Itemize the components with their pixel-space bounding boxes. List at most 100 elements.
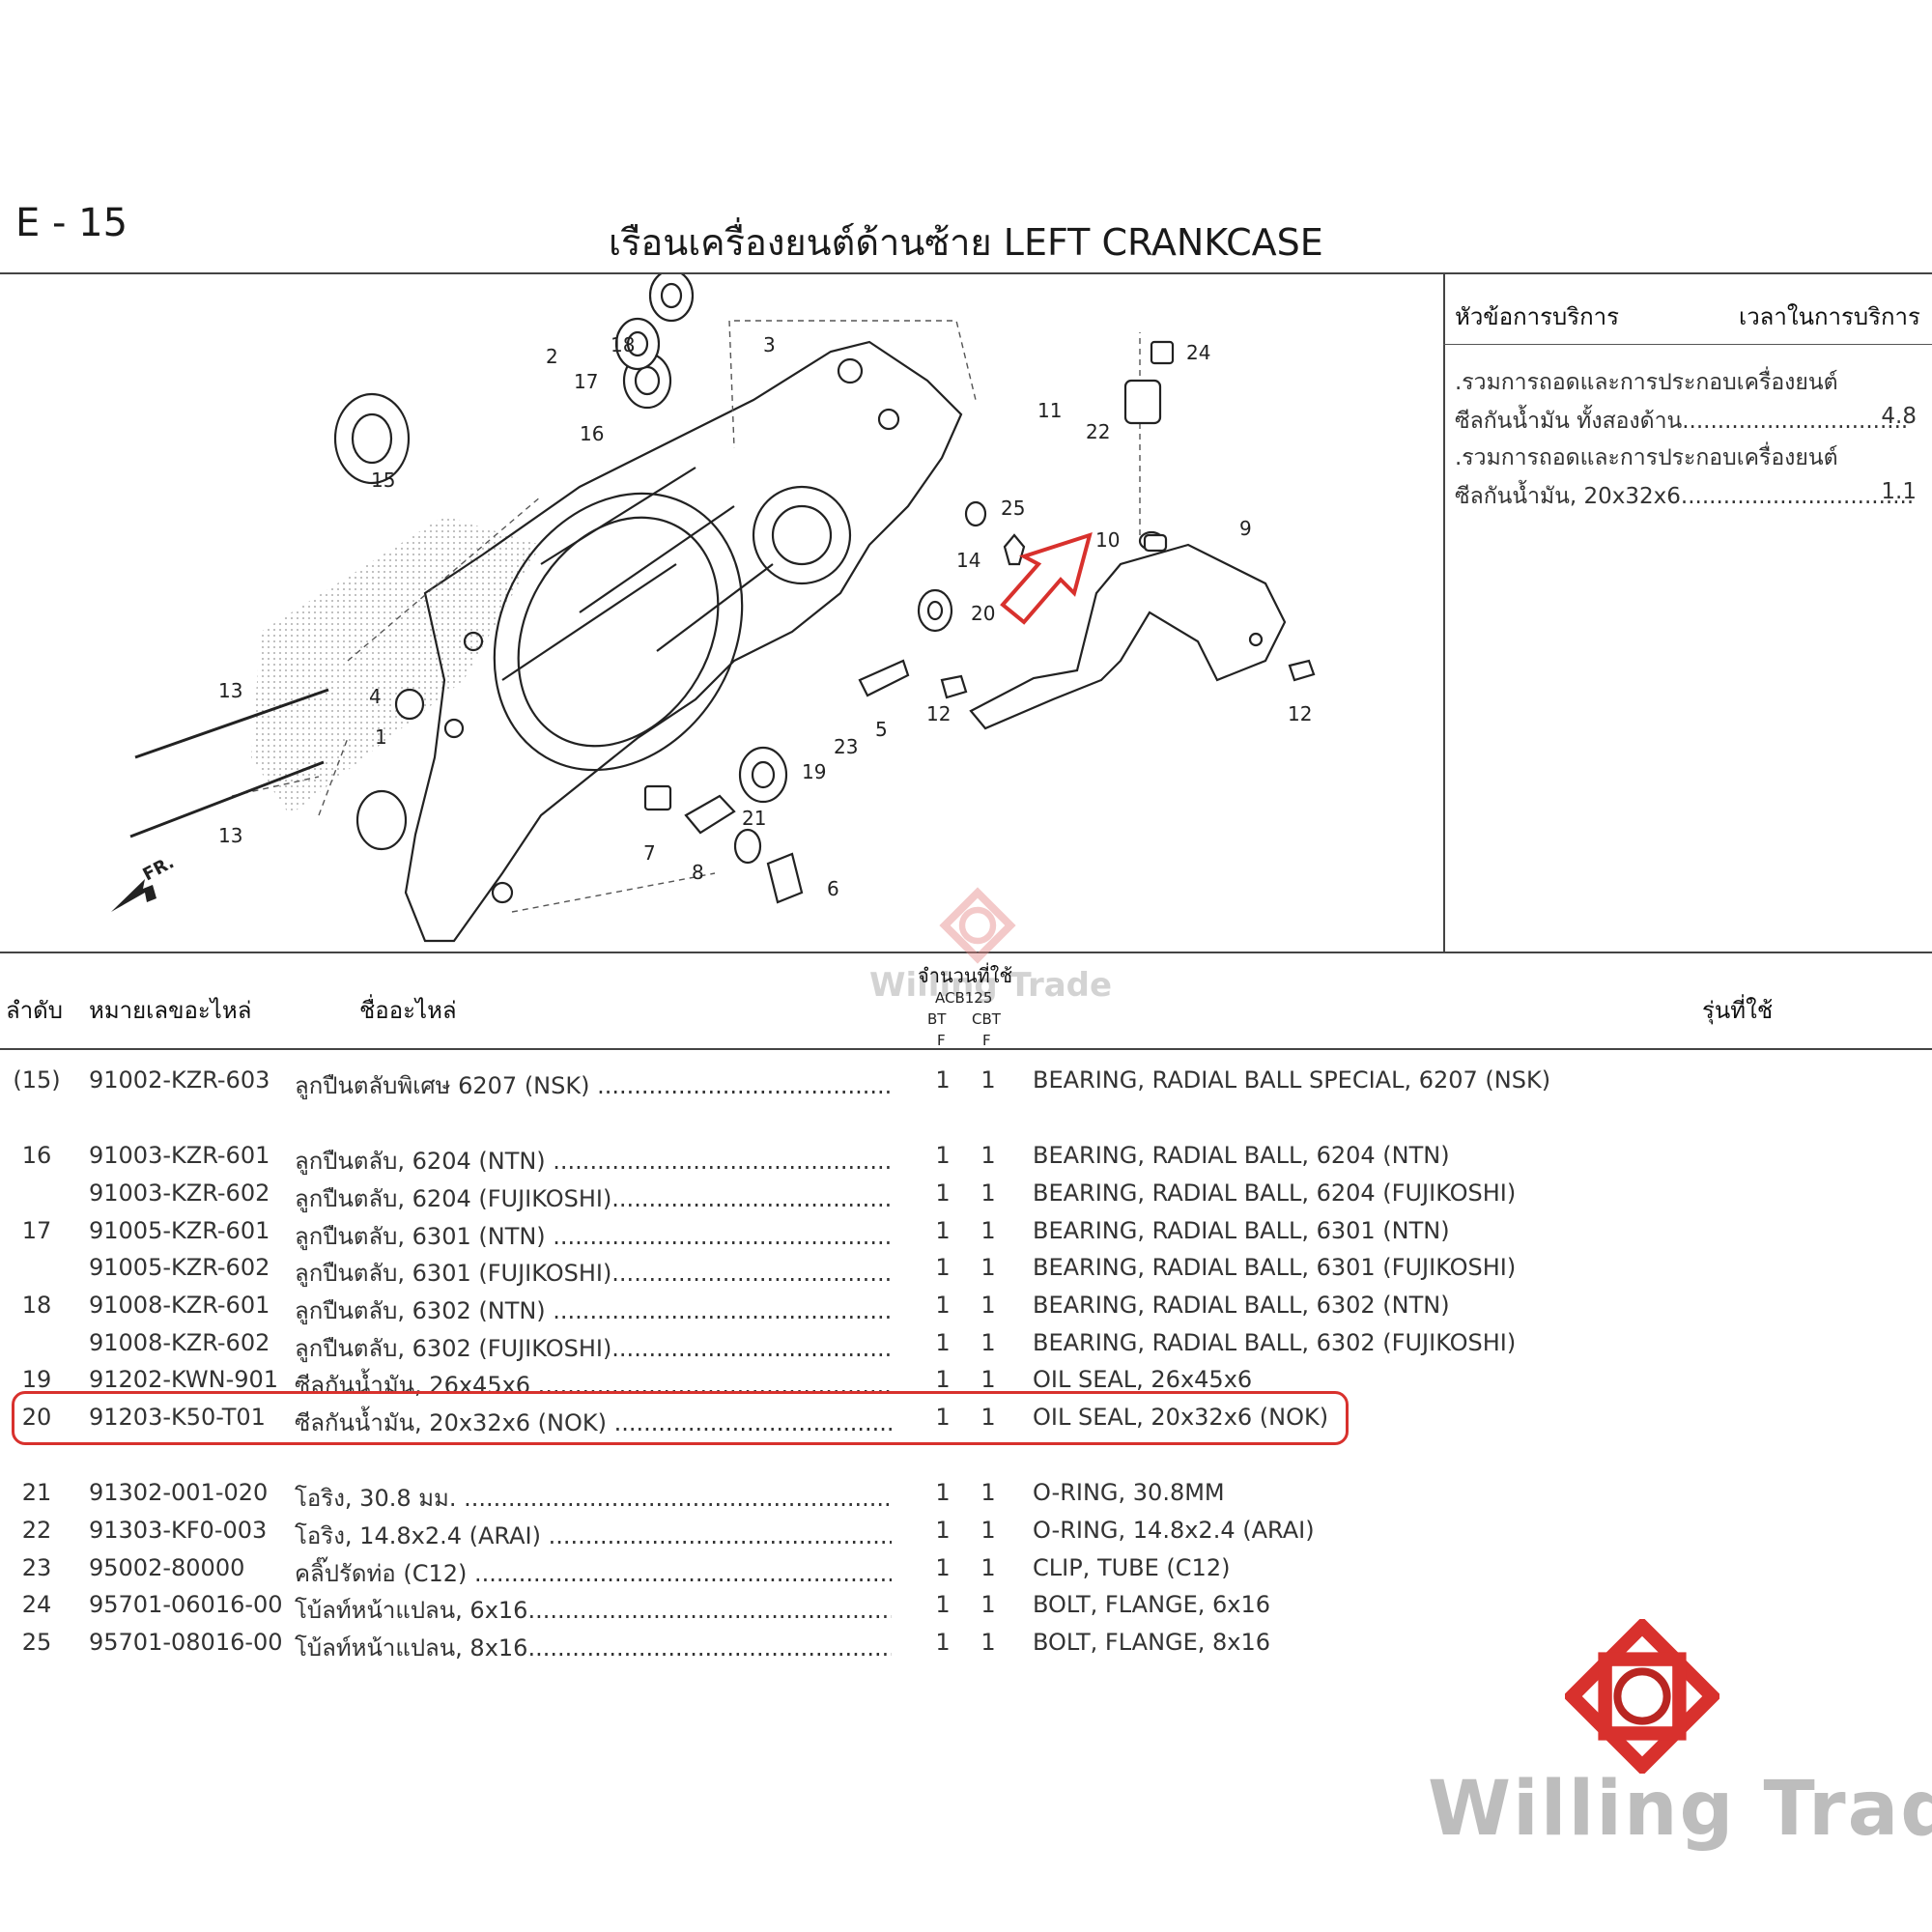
row-no: 25: [21, 1629, 52, 1656]
header-model: ACB125: [935, 989, 993, 1007]
row-part-number: 91002-KZR-603: [89, 1066, 270, 1094]
row-qty-cbt: 1: [980, 1629, 996, 1656]
row-english-name: BEARING, RADIAL BALL, 6301 (FUJIKOSHI): [1033, 1254, 1517, 1281]
row-part-number: 91202-KWN-901: [89, 1366, 279, 1393]
header-models-used: รุ่นที่ใช้: [1702, 997, 1774, 1024]
front-direction-indicator: FR.: [111, 852, 178, 912]
svg-text:3: 3: [763, 333, 776, 356]
row-english-name: BEARING, RADIAL BALL, 6204 (FUJIKOSHI): [1033, 1179, 1517, 1207]
table-row: 21 91302-001-020 โอริง, 30.8 มม. .......…: [0, 1479, 1932, 1514]
svg-text:12: 12: [926, 702, 951, 725]
hardware: [643, 340, 1316, 904]
row-part-number: 91008-KZR-601: [89, 1292, 270, 1319]
svg-text:4: 4: [369, 685, 382, 708]
svg-text:23: 23: [834, 735, 858, 758]
svg-text:20: 20: [971, 602, 995, 625]
row-part-name: ลูกปืนตลับ, 6301 (FUJIKOSHI)............…: [295, 1260, 892, 1287]
page-code: E - 15: [15, 201, 128, 245]
watermark-logo-icon: [939, 887, 1016, 964]
row-no: 23: [21, 1554, 52, 1581]
service-line-text: .รวมการถอดและการประกอบเครื่องยนต์: [1455, 370, 1838, 395]
highlight-arrow: [1000, 531, 1093, 625]
row-part-number: 95701-08016-00: [89, 1629, 283, 1656]
row-part-number: 91302-001-020: [89, 1479, 269, 1506]
row-qty-bt: 1: [935, 1591, 951, 1618]
table-row: 23 95002-80000 คลิ๊ปรัดท่อ (C12) .......…: [0, 1554, 1932, 1589]
bearings: [333, 269, 1165, 865]
service-line: ซีลกันน้ำมัน ทั้งสองด้าน................…: [1455, 404, 1917, 439]
crankcase-body: [404, 340, 963, 943]
service-line-text: ซีลกันน้ำมัน ทั้งสองด้าน................…: [1455, 409, 1909, 434]
row-english-name: O-RING, 30.8MM: [1033, 1479, 1225, 1506]
header-divider: [0, 272, 1932, 274]
row-qty-bt: 1: [935, 1066, 951, 1094]
header-part-name: ชื่ออะไหล่: [359, 997, 457, 1024]
row-part-number: 91303-KF0-003: [89, 1517, 268, 1544]
service-topic-header: หัวข้อการบริการ: [1455, 303, 1620, 330]
row-qty-cbt: 1: [980, 1292, 996, 1319]
table-row: 17 91005-KZR-601 ลูกปืนตลับ, 6301 (NTN) …: [0, 1217, 1932, 1252]
table-row: 16 91003-KZR-601 ลูกปืนตลับ, 6204 (NTN) …: [0, 1142, 1932, 1177]
svg-text:13: 13: [218, 679, 242, 702]
service-line-text: .รวมการถอดและการประกอบเครื่องยนต์: [1455, 445, 1838, 470]
svg-text:6: 6: [827, 877, 839, 900]
row-no: 20: [21, 1404, 52, 1431]
row-part-number: 91003-KZR-602: [89, 1179, 270, 1207]
row-part-name: ซีลกันน้ำมัน, 26x45x6 ..................…: [295, 1372, 892, 1399]
row-no: 16: [21, 1142, 52, 1169]
highlight-box: [12, 1391, 1349, 1445]
svg-text:5: 5: [875, 718, 888, 741]
row-english-name: BEARING, RADIAL BALL, 6302 (FUJIKOSHI): [1033, 1329, 1517, 1356]
row-qty-cbt: 1: [980, 1591, 996, 1618]
svg-text:17: 17: [574, 370, 598, 393]
svg-text:21: 21: [742, 807, 766, 830]
row-no: 22: [21, 1517, 52, 1544]
row-qty-bt: 1: [935, 1292, 951, 1319]
svg-text:FR.: FR.: [139, 852, 177, 885]
row-qty-cbt: 1: [980, 1366, 996, 1393]
row-english-name: BEARING, RADIAL BALL SPECIAL, 6207 (NSK): [1033, 1066, 1551, 1094]
row-part-name: ลูกปืนตลับพิเศษ 6207 (NSK) .............…: [295, 1072, 892, 1099]
row-no: (15): [13, 1066, 61, 1094]
svg-text:9: 9: [1239, 517, 1252, 540]
svg-text:19: 19: [802, 760, 826, 783]
brand-name: Willing Trade: [1428, 1766, 1932, 1853]
svg-text:15: 15: [371, 469, 395, 492]
table-row: 22 91303-KF0-003 โอริง, 14.8x2.4 (ARAI) …: [0, 1517, 1932, 1551]
svg-text:25: 25: [1001, 497, 1025, 520]
row-qty-cbt: 1: [980, 1329, 996, 1356]
row-part-name: ลูกปืนตลับ, 6204 (FUJIKOSHI)............…: [295, 1185, 892, 1212]
header-quantity: จำนวนที่ใช้: [918, 964, 1013, 987]
row-english-name: OIL SEAL, 26x45x6: [1033, 1366, 1253, 1393]
panel-divider: [1443, 274, 1445, 952]
svg-text:12: 12: [1288, 702, 1312, 725]
row-qty-cbt: 1: [980, 1179, 996, 1207]
row-qty-bt: 1: [935, 1404, 951, 1431]
studs: [129, 688, 329, 838]
row-part-number: 91203-K50-T01: [89, 1404, 266, 1431]
row-part-name: ลูกปืนตลับ, 6302 (NTN) .................…: [295, 1297, 892, 1324]
row-part-number: 95701-06016-00: [89, 1591, 283, 1618]
header-q1-b: F: [937, 1032, 946, 1049]
table-row: 19 91202-KWN-901 ซีลกันน้ำมัน, 26x45x6 .…: [0, 1366, 1932, 1401]
row-qty-cbt: 1: [980, 1517, 996, 1544]
row-part-name: โอริง, 14.8x2.4 (ARAI) .................…: [295, 1522, 892, 1549]
table-header-divider: [0, 1048, 1932, 1050]
row-english-name: BOLT, FLANGE, 6x16: [1033, 1591, 1271, 1618]
row-no: 21: [21, 1479, 52, 1506]
row-part-name: ซีลกันน้ำมัน, 20x32x6 (NOK) ............…: [295, 1409, 892, 1436]
row-part-name: ลูกปืนตลับ, 6204 (NTN) .................…: [295, 1148, 892, 1175]
row-qty-bt: 1: [935, 1554, 951, 1581]
row-qty-bt: 1: [935, 1254, 951, 1281]
svg-text:22: 22: [1086, 420, 1110, 443]
header-no: ลำดับ: [6, 997, 64, 1024]
service-line-text: ซีลกันน้ำมัน, 20x32x6...................…: [1455, 484, 1915, 509]
row-part-name: โอริง, 30.8 มม. ........................…: [295, 1485, 892, 1512]
table-row: 91008-KZR-602 ลูกปืนตลับ, 6302 (FUJIKOSH…: [0, 1329, 1932, 1364]
row-part-name: ลูกปืนตลับ, 6302 (FUJIKOSHI)............…: [295, 1335, 892, 1362]
header-part-number: หมายเลขอะไหล่: [89, 997, 252, 1024]
gasket-shading: [251, 516, 541, 815]
brand-logo-icon: [1565, 1619, 1719, 1774]
watermark-text: Willing Trade: [869, 966, 1113, 1005]
svg-text:13: 13: [218, 824, 242, 847]
